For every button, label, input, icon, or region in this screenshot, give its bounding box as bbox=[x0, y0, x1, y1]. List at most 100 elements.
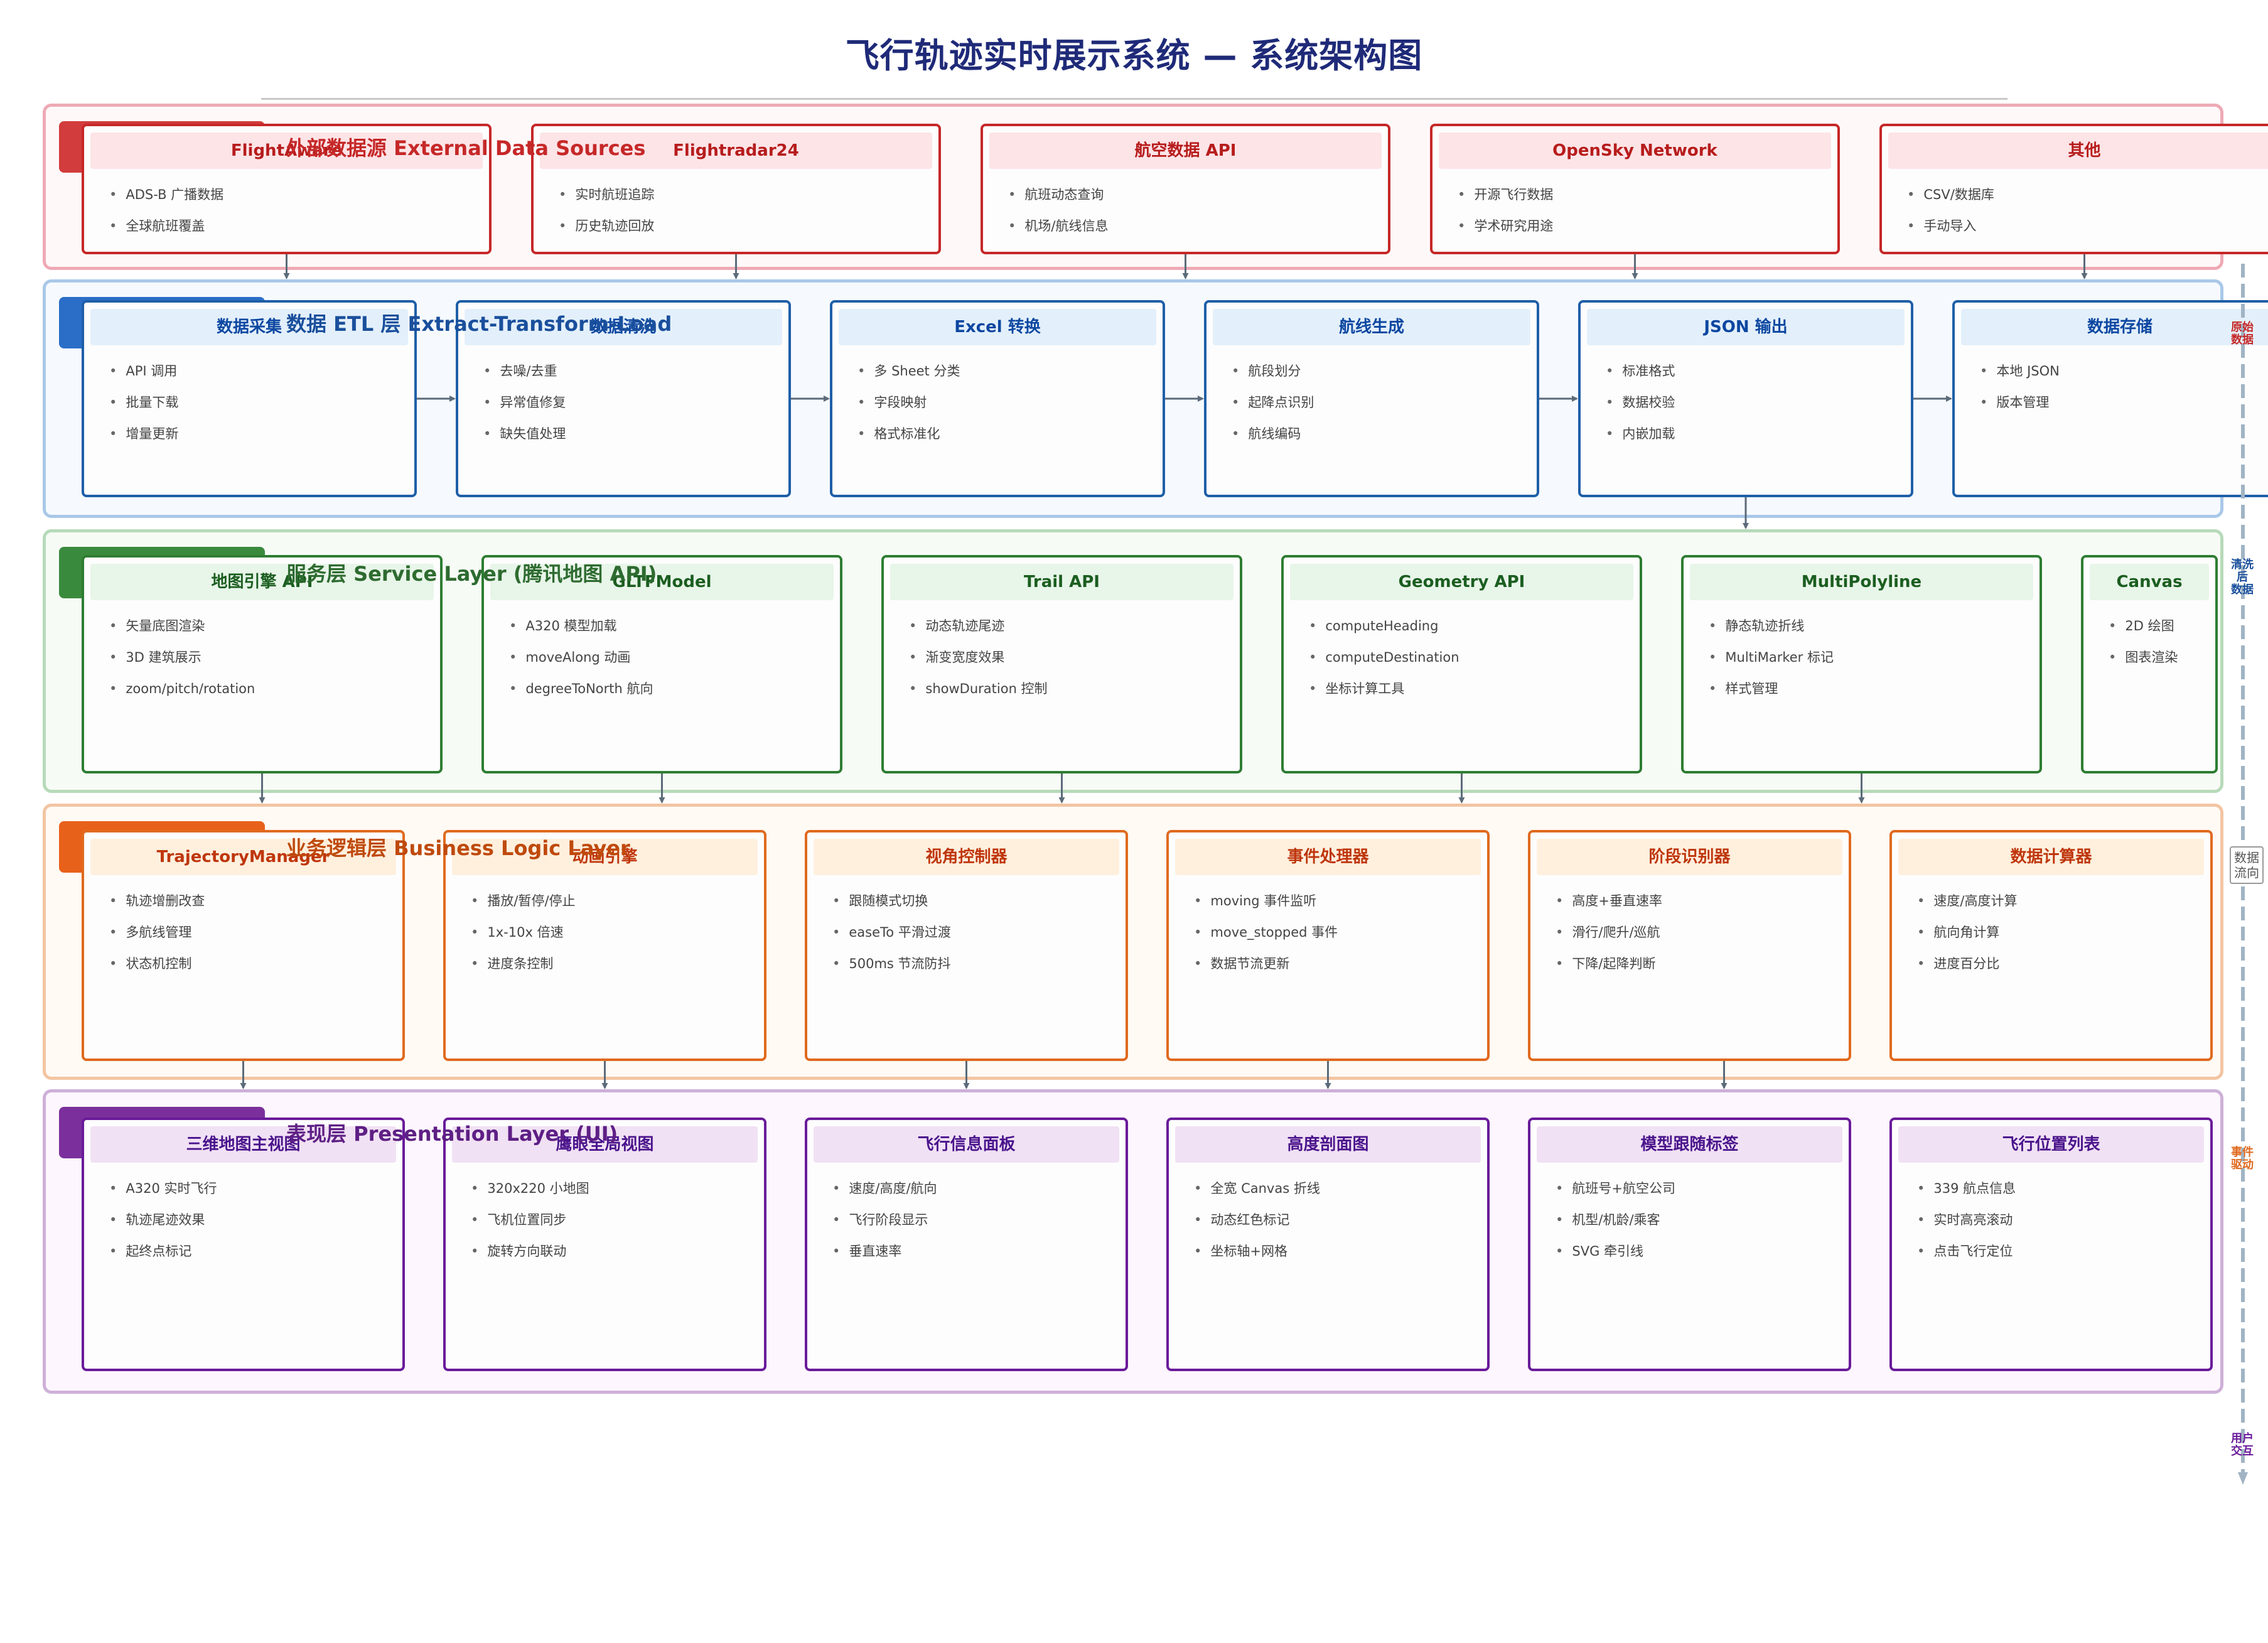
component-feature: A320 模型加载 bbox=[509, 610, 835, 642]
component-feature: 320x220 小地图 bbox=[471, 1173, 759, 1204]
component-title: 航空数据 API bbox=[989, 132, 1382, 169]
component-feature: 航班号+航空公司 bbox=[1556, 1173, 1844, 1204]
component-feature: 机型/机龄/乘客 bbox=[1556, 1204, 1844, 1236]
component-title: MultiPolyline bbox=[1690, 564, 2033, 600]
component-feature: degreeToNorth 航向 bbox=[509, 673, 835, 704]
layer-title: 表现层 Presentation Layer (UI) bbox=[286, 1122, 618, 1146]
component-feature-list: 开源飞行数据学术研究用途 bbox=[1458, 179, 1832, 242]
component-title: 航线生成 bbox=[1213, 309, 1530, 345]
component-feature: 进度百分比 bbox=[1917, 948, 2205, 979]
component-box: 鹰眼全局视图320x220 小地图飞机位置同步旋转方向联动 bbox=[443, 1118, 766, 1371]
flow-stage-label: 事件驱动 bbox=[2227, 1146, 2257, 1172]
component-feature: 起终点标记 bbox=[109, 1236, 397, 1267]
component-feature-list: 实时航班追踪历史轨迹回放 bbox=[559, 179, 933, 242]
component-feature: 旋转方向联动 bbox=[471, 1236, 759, 1267]
component-feature: ADS-B 广播数据 bbox=[109, 179, 484, 210]
component-title: 其他 bbox=[1888, 132, 2268, 169]
component-title: TrajectoryManager bbox=[90, 839, 396, 875]
component-box: Trail API 动态轨迹尾迹渐变宽度效果showDuration 控制 bbox=[881, 555, 1242, 773]
component-feature: 图表渲染 bbox=[2109, 642, 2210, 673]
component-feature-list: 静态轨迹折线MultiMarker 标记样式管理 bbox=[1709, 610, 2034, 704]
component-box: 航线生成航段划分起降点识别航线编码 bbox=[1204, 300, 1539, 497]
component-box: TrajectoryManager轨迹增删改查多航线管理状态机控制 bbox=[82, 830, 405, 1061]
component-title: 鹰眼全局视图 bbox=[452, 1126, 758, 1163]
component-feature-list: 航班动态查询机场/航线信息 bbox=[1008, 179, 1383, 242]
component-title: 数据计算器 bbox=[1898, 839, 2204, 875]
component-feature: 飞行阶段显示 bbox=[832, 1204, 1121, 1236]
component-feature: 版本管理 bbox=[1980, 387, 2268, 418]
component-feature-list: CSV/数据库手动导入 bbox=[1907, 179, 2268, 242]
component-box: FlightAwareADS-B 广播数据全球航班覆盖 bbox=[82, 124, 492, 254]
component-feature-list: 动态轨迹尾迹渐变宽度效果showDuration 控制 bbox=[909, 610, 1235, 704]
component-box: Geometry APIcomputeHeadingcomputeDestina… bbox=[1281, 555, 1642, 773]
component-feature-list: 多 Sheet 分类字段映射格式标准化 bbox=[857, 355, 1158, 450]
flow-direction-label: 数据流向 bbox=[2230, 846, 2264, 884]
component-title: Flightradar24 bbox=[540, 132, 932, 169]
component-feature: 去噪/去重 bbox=[483, 355, 783, 387]
component-box: GLTFModelA320 模型加载moveAlong 动画degreeToNo… bbox=[481, 555, 842, 773]
component-feature: SVG 牵引线 bbox=[1556, 1236, 1844, 1267]
component-title: 高度剖面图 bbox=[1175, 1126, 1481, 1163]
title-divider bbox=[261, 98, 2007, 100]
component-box: 其他 CSV/数据库手动导入 bbox=[1879, 124, 2268, 254]
component-feature-list: 339 航点信息实时高亮滚动点击飞行定位 bbox=[1917, 1173, 2205, 1267]
component-feature: 2D 绘图 bbox=[2109, 610, 2210, 642]
component-title: JSON 输出 bbox=[1587, 309, 1905, 345]
component-feature: moving 事件监听 bbox=[1194, 885, 1482, 917]
component-title: 动画引擎 bbox=[452, 839, 758, 875]
component-box: 数据存储本地 JSON版本管理 bbox=[1952, 300, 2268, 497]
component-feature: API 调用 bbox=[109, 355, 409, 387]
component-title: Canvas bbox=[2090, 564, 2209, 600]
component-box: 飞行位置列表 339 航点信息实时高亮滚动点击飞行定位 bbox=[1889, 1118, 2213, 1371]
component-feature: computeDestination bbox=[1309, 642, 1635, 673]
flow-stage-label-line: 数据 bbox=[2231, 583, 2254, 596]
component-feature: 下降/起降判断 bbox=[1556, 948, 1844, 979]
component-title: 数据存储 bbox=[1961, 309, 2268, 345]
component-box: 飞行信息面板速度/高度/航向飞行阶段显示垂直速率 bbox=[805, 1118, 1128, 1371]
component-box: 高度剖面图全宽 Canvas 折线动态红色标记坐标轴+网格 bbox=[1166, 1118, 1490, 1371]
component-feature: 缺失值处理 bbox=[483, 418, 783, 450]
component-feature: 500ms 节流防抖 bbox=[832, 948, 1121, 979]
component-title: 阶段识别器 bbox=[1537, 839, 1842, 875]
component-title: 飞行位置列表 bbox=[1898, 1126, 2204, 1163]
component-feature: 动态轨迹尾迹 bbox=[909, 610, 1235, 642]
component-feature: MultiMarker 标记 bbox=[1709, 642, 2034, 673]
component-feature: 速度/高度计算 bbox=[1917, 885, 2205, 917]
component-title: 数据清洗 bbox=[465, 309, 782, 345]
component-box: 视角控制器跟随模式切换easeTo 平滑过渡500ms 节流防抖 bbox=[805, 830, 1128, 1061]
component-feature-list: moving 事件监听move_stopped 事件数据节流更新 bbox=[1194, 885, 1482, 979]
component-feature: 数据校验 bbox=[1606, 387, 1906, 418]
component-feature: 样式管理 bbox=[1709, 673, 2034, 704]
component-box: 阶段识别器高度+垂直速率滑行/爬升/巡航下降/起降判断 bbox=[1528, 830, 1851, 1061]
component-box: 动画引擎播放/暂停/停止1x-10x 倍速进度条控制 bbox=[443, 830, 766, 1061]
component-title: 模型跟随标签 bbox=[1537, 1126, 1842, 1163]
component-title: Trail API bbox=[890, 564, 1233, 600]
component-feature: CSV/数据库 bbox=[1907, 179, 2268, 210]
component-feature: 内嵌加载 bbox=[1606, 418, 1906, 450]
component-feature-list: 速度/高度计算航向角计算进度百分比 bbox=[1917, 885, 2205, 979]
component-feature: 航班动态查询 bbox=[1008, 179, 1383, 210]
component-feature: 实时高亮滚动 bbox=[1917, 1204, 2205, 1236]
component-box: 模型跟随标签航班号+航空公司机型/机龄/乘客SVG 牵引线 bbox=[1528, 1118, 1851, 1371]
component-title: 事件处理器 bbox=[1175, 839, 1481, 875]
component-box: MultiPolyline 静态轨迹折线MultiMarker 标记样式管理 bbox=[1681, 555, 2042, 773]
component-feature: 跟随模式切换 bbox=[832, 885, 1121, 917]
component-feature: 批量下载 bbox=[109, 387, 409, 418]
component-feature-list: 矢量底图渲染3D 建筑展示zoom/pitch/rotation bbox=[109, 610, 435, 704]
component-title: 数据采集 bbox=[90, 309, 408, 345]
component-feature: 高度+垂直速率 bbox=[1556, 885, 1844, 917]
flow-stage-label-line: 原始 bbox=[2231, 321, 2254, 334]
layer-panel-l5 bbox=[43, 1089, 2223, 1394]
flow-direction-label-line: 数据 bbox=[2234, 850, 2259, 865]
component-box: 事件处理器 moving 事件监听move_stopped 事件数据节流更新 bbox=[1166, 830, 1490, 1061]
component-title: 飞行信息面板 bbox=[814, 1126, 1119, 1163]
component-title: 地图引擎 API bbox=[90, 564, 434, 600]
component-box: JSON 输出标准格式数据校验内嵌加载 bbox=[1578, 300, 1913, 497]
component-feature: 坐标轴+网格 bbox=[1194, 1236, 1482, 1267]
component-feature: 开源飞行数据 bbox=[1458, 179, 1832, 210]
component-feature: 机场/航线信息 bbox=[1008, 210, 1383, 242]
component-box: 地图引擎 API 矢量底图渲染3D 建筑展示zoom/pitch/rotation bbox=[82, 555, 443, 773]
component-feature: zoom/pitch/rotation bbox=[109, 673, 435, 704]
flow-stage-label-line: 事件 bbox=[2231, 1146, 2254, 1159]
component-feature-list: API 调用批量下载增量更新 bbox=[109, 355, 409, 450]
